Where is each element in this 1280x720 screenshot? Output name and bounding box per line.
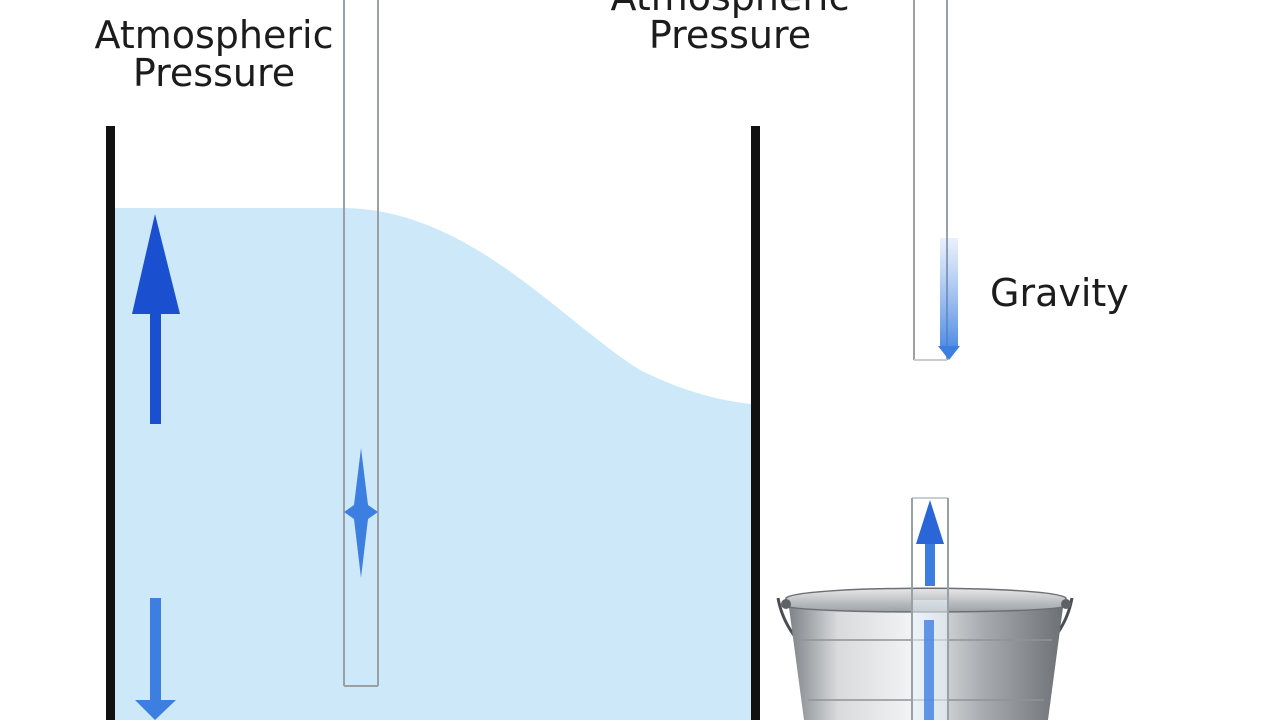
up-arrow-icon [132, 214, 180, 424]
atmospheric-pressure-label-middle: Atmospheric Pressure [596, 0, 864, 54]
tank-water [112, 208, 752, 720]
label-left-line2: Pressure [132, 51, 296, 95]
label-left-line1: Atmospheric [94, 13, 334, 57]
down-arrow-icon [135, 598, 176, 720]
label-mid-line1: Atmospheric [596, 0, 864, 16]
tank-left-wall [106, 126, 115, 720]
tank-right-wall [751, 126, 760, 720]
gravity-flow-icon [938, 238, 960, 360]
double-arrow-icon [344, 448, 378, 578]
tube-in-bucket [911, 498, 949, 720]
bucket-up-arrow-icon [916, 500, 944, 586]
gravity-label: Gravity [990, 271, 1129, 315]
label-mid-line2: Pressure [648, 13, 812, 57]
atmospheric-pressure-label-left: Atmospheric Pressure [80, 16, 348, 92]
